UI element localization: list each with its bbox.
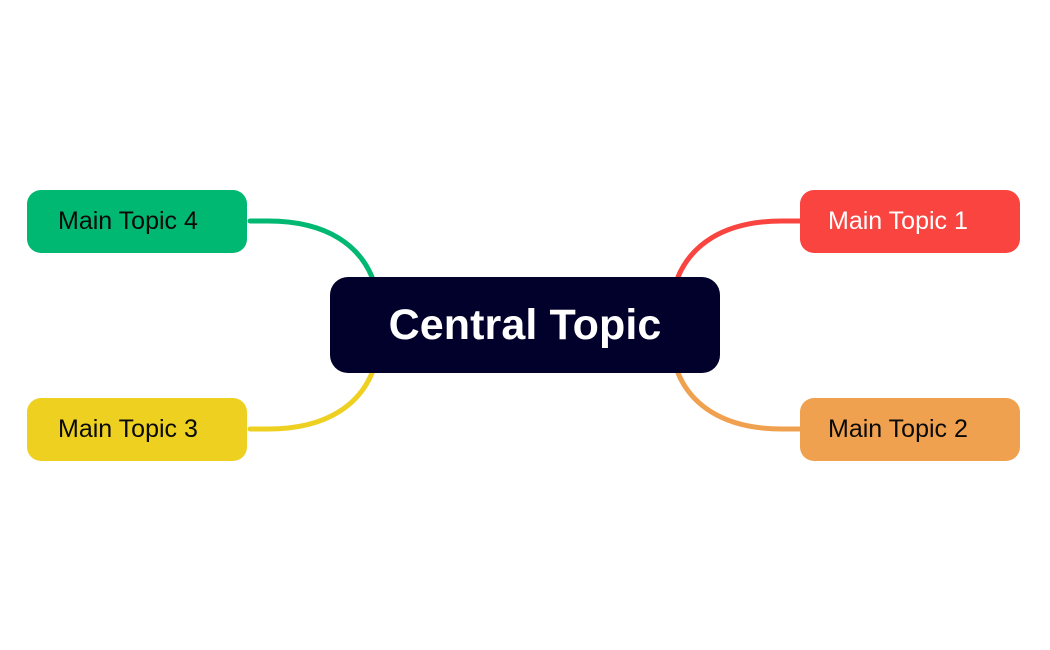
node-label-central-topic: Central Topic [388,300,662,349]
node-main-topic-1[interactable]: Main Topic 1 [800,190,1020,253]
connector-topic-2 [675,370,803,432]
node-main-topic-4[interactable]: Main Topic 4 [27,190,247,253]
node-main-topic-2[interactable]: Main Topic 2 [800,398,1020,461]
node-label-main-topic-2: Main Topic 2 [828,415,968,443]
node-main-topic-3[interactable]: Main Topic 3 [27,398,247,461]
node-label-main-topic-4: Main Topic 4 [58,207,198,235]
connector-topic-4 [247,218,375,280]
connector-topic-1 [675,218,803,280]
node-central-topic[interactable]: Central Topic [330,277,720,373]
connector-topic-3 [247,370,375,432]
node-label-main-topic-3: Main Topic 3 [58,415,198,443]
node-label-main-topic-1: Main Topic 1 [828,207,968,235]
